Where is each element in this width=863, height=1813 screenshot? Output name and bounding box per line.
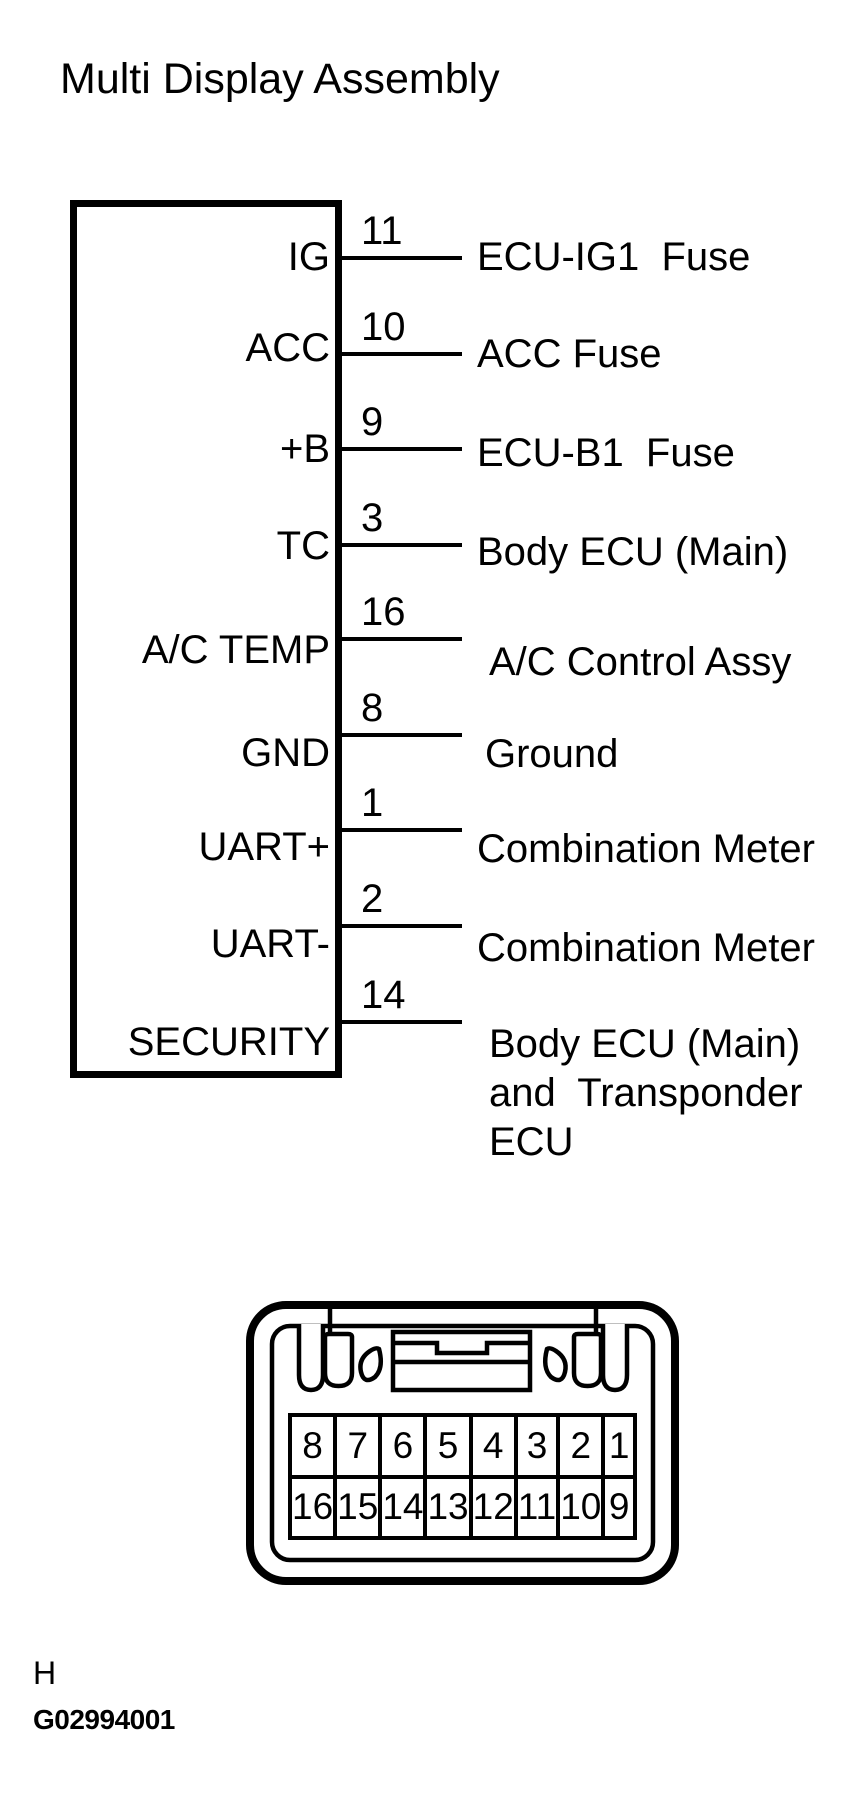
target-combination-meter-2: Combination Meter [477,926,815,970]
target-ecu-ig1-fuse: ECU-IG1 Fuse [477,235,751,279]
signal-label-security: SECURITY [127,1020,330,1064]
grid-pin-7: 7 [337,1417,379,1475]
pin-wire-2 [336,924,462,928]
grid-pin-9: 9 [605,1478,633,1536]
pin-number-16: 16 [361,590,406,634]
grid-pin-14: 14 [382,1478,424,1536]
pin-number-3: 3 [361,496,384,540]
pin-wire-3 [336,543,462,547]
target-acc-fuse: ACC Fuse [477,332,662,376]
grid-pin-4: 4 [472,1417,514,1475]
pin-wire-8 [336,733,462,737]
pin-wire-10 [336,352,462,356]
pin-wire-16 [336,637,462,641]
pin-number-2: 2 [361,877,384,921]
keying-teardrop-left [358,1346,384,1383]
target-body-ecu-transponder: Body ECU (Main) and Transponder ECU [489,1022,803,1164]
grid-pin-16: 16 [292,1478,334,1536]
connector-inner-shell [269,1323,656,1563]
target-ecu-b1-fuse: ECU-B1 Fuse [477,431,735,475]
signal-label-acc: ACC [245,326,330,370]
pin-number-9: 9 [361,400,384,444]
grid-pin-6: 6 [382,1417,424,1475]
pin-wire-1 [336,828,462,832]
signal-label-ig: IG [287,235,330,279]
grid-pin-13: 13 [427,1478,469,1536]
signal-label-uart-minus: UART- [210,922,330,966]
connector-pin-grid: 8 7 6 5 4 3 2 1 16 15 14 13 12 11 10 9 [288,1413,637,1540]
target-ground: Ground [485,732,619,776]
pin-number-11: 11 [361,209,403,253]
signal-label-gnd: GND [241,731,330,775]
signal-label-tc: TC [276,524,330,568]
keying-tab-left [322,1331,355,1389]
target-ac-control-assy: A/C Control Assy [489,640,792,684]
signal-label-uart-plus: UART+ [198,825,330,869]
keying-teardrop-right [542,1346,568,1383]
page-title: Multi Display Assembly [60,55,500,103]
revision-mark: H [33,1655,57,1691]
pin-wire-9 [336,447,462,451]
signal-label-plus-b: +B [279,427,330,471]
grid-pin-5: 5 [427,1417,469,1475]
grid-pin-10: 10 [560,1478,602,1536]
grid-pin-2: 2 [560,1417,602,1475]
pin-number-1: 1 [361,781,384,825]
grid-pin-3: 3 [517,1417,557,1475]
keying-tab-right [571,1331,604,1389]
keying-slot-left [296,1324,326,1393]
signal-label-ac-temp: A/C TEMP [141,628,330,672]
latch-step [393,1340,530,1356]
grid-pin-15: 15 [337,1478,379,1536]
target-body-ecu-main: Body ECU (Main) [477,530,789,574]
grid-pin-12: 12 [472,1478,514,1536]
pin-number-14: 14 [361,973,406,1017]
target-combination-meter-1: Combination Meter [477,827,815,871]
keying-slot-right [600,1324,630,1393]
pin-number-8: 8 [361,686,384,730]
pin-wire-11 [336,256,462,260]
multi-display-assembly-box [70,200,342,1078]
pin-number-10: 10 [361,305,406,349]
grid-pin-1: 1 [605,1417,633,1475]
grid-pin-11: 11 [517,1478,557,1536]
figure-id: G02994001 [33,1704,175,1735]
pin-wire-14 [336,1020,462,1024]
grid-pin-8: 8 [292,1417,334,1475]
